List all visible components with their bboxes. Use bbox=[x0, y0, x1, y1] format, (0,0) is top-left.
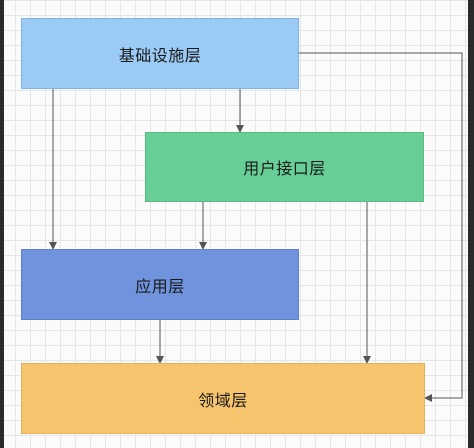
node-domain-layer[interactable]: 领域层 bbox=[21, 363, 425, 434]
node-infrastructure-layer[interactable]: 基础设施层 bbox=[21, 18, 299, 89]
node-label: 用户接口层 bbox=[243, 159, 326, 178]
edge-infra-to-domain bbox=[299, 52, 463, 402]
node-label: 应用层 bbox=[135, 276, 185, 296]
window-frame-right bbox=[468, 0, 474, 448]
node-application-layer[interactable]: 应用层 bbox=[21, 249, 299, 320]
node-label: 基础设施层 bbox=[118, 45, 202, 65]
node-user-interface-layer[interactable]: 用户接口层 bbox=[145, 132, 424, 202]
node-label: 领域层 bbox=[198, 390, 248, 410]
window-frame-left bbox=[0, 0, 4, 448]
